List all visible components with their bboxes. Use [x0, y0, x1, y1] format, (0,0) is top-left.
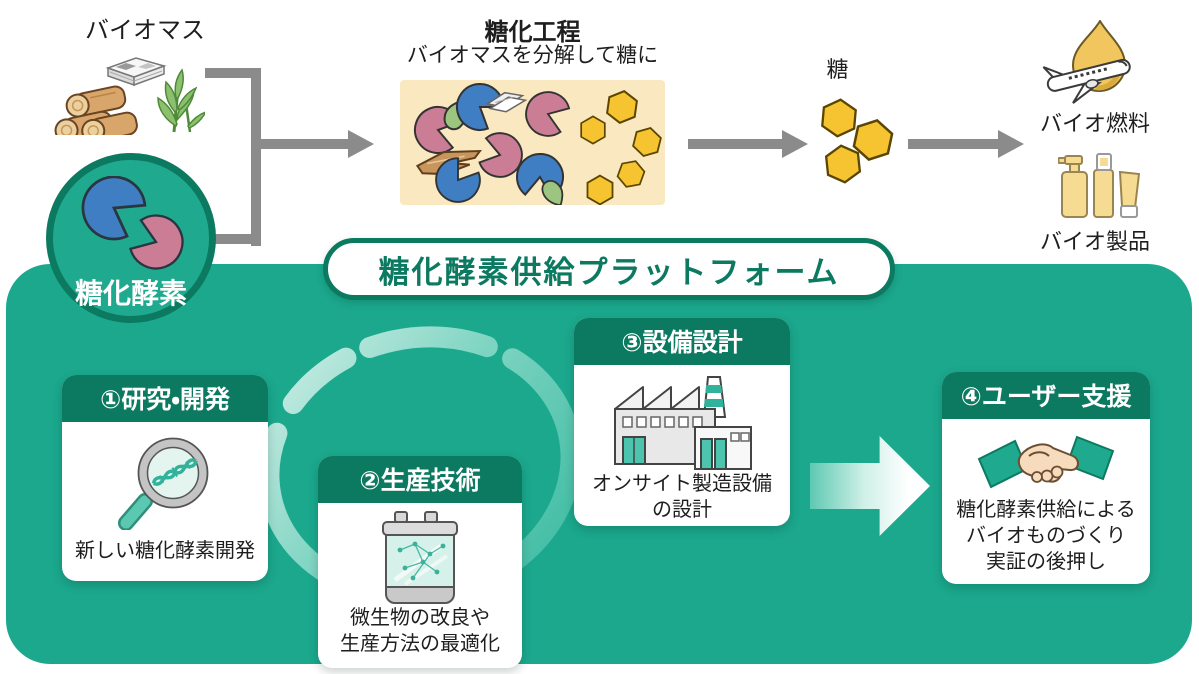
- card-body: 糖化酵素供給による バイオものづくり 実証の後押し: [942, 419, 1150, 585]
- connector-enzyme: [212, 234, 261, 244]
- biofuel-label: バイオ燃料: [1039, 111, 1150, 136]
- enzyme-circle-label: 糖化酵素: [74, 278, 187, 309]
- sugar-hexagon-icon: [824, 142, 862, 186]
- arrow1-head-icon: [348, 130, 374, 158]
- biomass-label: バイオマス: [85, 17, 205, 44]
- fermenter-tank-icon: [382, 510, 458, 604]
- enzyme-pink-icon: [519, 85, 574, 142]
- process-title: 糖化工程: [484, 19, 581, 46]
- magnifier-dna-icon: [118, 437, 209, 531]
- card-body: オンサイト製造設備 の設計: [574, 365, 790, 533]
- factory-icon: [614, 376, 752, 470]
- plant-icon: [157, 68, 205, 133]
- sugar-hexagon-icon: [605, 88, 639, 126]
- enzyme-shapes: [70, 176, 192, 276]
- card-text: 新しい糖化酵素開発: [75, 539, 255, 562]
- connector-biomass: [205, 68, 257, 78]
- platform-title-pill: 糖化酵素供給プラットフォーム: [323, 238, 895, 300]
- sugar-hexagon-icon: [614, 156, 648, 192]
- enzyme-pink-icon: [125, 208, 192, 276]
- arrow2-head-icon: [782, 130, 808, 158]
- card-text: 微生物の改良や 生産方法の最適化: [340, 607, 500, 656]
- card-user-support: ④ユーザー支援 糖化酵素供給による バイオものづくり 実証の後押し: [942, 372, 1150, 584]
- card-research-development: ①研究・開発 新しい糖化酵素開発: [62, 375, 268, 581]
- fuel-droplet-airplane-icon: [1042, 20, 1131, 104]
- sugar-hexagon-icon: [820, 97, 858, 139]
- sugar-hexagon-icon: [580, 115, 606, 145]
- card-header: ④ユーザー支援: [942, 372, 1150, 419]
- arrow3-tail: [908, 139, 998, 149]
- airplane-icon: [1042, 58, 1131, 104]
- card-body: 新しい糖化酵素開発: [62, 422, 268, 581]
- card-production-technology: ②生産技術: [318, 456, 522, 668]
- sugar-hexagon-icon: [586, 174, 614, 205]
- newspaper-stack-icon: [105, 57, 167, 87]
- connector-vertical: [251, 68, 261, 246]
- arrow3-head-icon: [998, 130, 1024, 158]
- card-equipment-design: ③設備設計: [574, 318, 790, 526]
- card-text: 糖化酵素供給による バイオものづくり 実証の後押し: [956, 499, 1136, 573]
- sugar-hexagon-icon: [630, 124, 664, 160]
- biomass-icons: [54, 57, 205, 135]
- card-header: ①研究・開発: [62, 375, 268, 422]
- enzyme-circle-badge: 糖化酵素: [46, 153, 216, 323]
- sugar-label: 糖: [826, 57, 849, 82]
- card-header: ③設備設計: [574, 318, 790, 365]
- bioproduct-label: バイオ製品: [1039, 229, 1150, 254]
- cosmetic-bottles-icon: [1058, 153, 1140, 218]
- card-text: オンサイト製造設備 の設計: [592, 473, 772, 521]
- saccharification-illustration: [408, 80, 664, 205]
- card-body: 微生物の改良や 生産方法の最適化: [318, 503, 522, 668]
- process-subtitle: バイオマスを分解して糖に: [406, 44, 659, 67]
- saccharification-box: [400, 80, 665, 205]
- newspaper-fragment-icon: [485, 91, 528, 113]
- card-header: ②生産技術: [318, 456, 522, 503]
- enzyme-blue-icon: [70, 176, 153, 249]
- arrow2-tail: [688, 139, 782, 149]
- platform-title: 糖化酵素供給プラットフォーム: [378, 254, 840, 290]
- sugar-icons: [820, 97, 896, 186]
- wood-logs-icon: [54, 85, 138, 135]
- handshake-icon: [977, 435, 1115, 489]
- arrow1-tail: [256, 139, 348, 149]
